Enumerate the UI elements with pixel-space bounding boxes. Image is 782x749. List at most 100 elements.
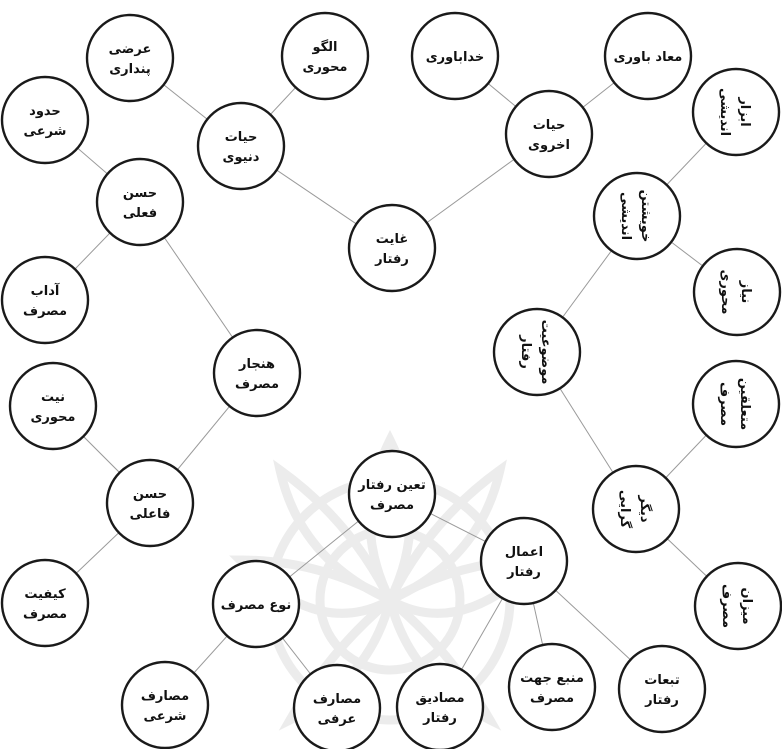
node-circle xyxy=(196,101,286,191)
node-label-line: محوری xyxy=(303,60,348,75)
node-label-line: مصارف xyxy=(313,692,361,707)
node-label: حدود شرعی xyxy=(24,104,67,139)
node-circle xyxy=(395,662,485,749)
node-label-line: پنداری xyxy=(109,62,151,77)
node-label-line: آداب xyxy=(31,282,60,299)
node-label: کیفیت مصرف xyxy=(23,587,67,622)
node-circle xyxy=(280,11,370,101)
node-label: متعلقینمصرف xyxy=(717,378,752,430)
node-label-line: معاد باوری xyxy=(614,50,683,65)
node-label-line: مصرف xyxy=(23,607,67,622)
node-circle xyxy=(212,328,302,418)
node-label-line: حیات xyxy=(533,118,566,133)
node-label: الگو محوری xyxy=(303,39,348,75)
node-label-line: موضوعیت xyxy=(538,320,553,385)
node-label: مصارف عرفی xyxy=(313,692,361,727)
node-label-line: مصرف xyxy=(370,498,414,513)
node-circle xyxy=(617,644,707,734)
node-circle xyxy=(592,171,682,261)
node-circle xyxy=(105,458,195,548)
node-label-line: حسن xyxy=(133,487,167,502)
node-label-line: گرایی xyxy=(617,490,633,529)
node-motaalleqin: متعلقینمصرف xyxy=(691,359,781,449)
node-label-line: حیات xyxy=(225,130,258,145)
node-label-line: دنیوی xyxy=(223,150,260,165)
node-label-line: رفتار xyxy=(374,252,409,267)
node-circle xyxy=(347,203,437,293)
node-label-line: رفتار xyxy=(422,711,457,726)
node-masaref_orfi: مصارف عرفی xyxy=(292,663,382,749)
node-circle xyxy=(211,559,301,649)
node-circle xyxy=(691,67,781,157)
node-label-line: کیفیت xyxy=(24,587,66,602)
node-label: معاد باوری xyxy=(614,50,683,65)
node-label: خداباوری xyxy=(426,50,485,65)
node-maad: معاد باوری xyxy=(603,11,693,101)
node-circle xyxy=(691,359,781,449)
node-circle xyxy=(347,449,437,539)
node-label-line: دیگر xyxy=(637,494,653,523)
node-label-line: رفتار xyxy=(644,693,679,708)
node-now: نوع مصرف xyxy=(211,559,301,649)
node-label-line: الگو xyxy=(311,39,337,55)
node-label: نوع مصرف xyxy=(221,598,291,613)
node-circle xyxy=(507,642,597,732)
node-label: ابزار اندیشی xyxy=(717,88,752,136)
node-label-line: شرعی xyxy=(24,124,67,139)
node-label-line: خویشتن xyxy=(638,190,653,243)
node-hosn_feli: حسن فعلی xyxy=(95,157,185,247)
node-label-line: تعین رفتار xyxy=(357,478,425,493)
node-mizan: میزانمصرف xyxy=(693,561,782,651)
node-label: حیات دنیوی xyxy=(223,130,260,165)
node-label-line: ابزار xyxy=(737,96,752,126)
node-circle xyxy=(603,11,693,101)
node-label: غایت رفتار xyxy=(374,232,409,267)
node-label-line: رفتار xyxy=(506,565,541,580)
node-label-line: نیت xyxy=(41,390,65,405)
node-label-line: متعلقین xyxy=(737,378,752,430)
node-label-line: فعلی xyxy=(123,206,157,221)
node-label-line: عرضی xyxy=(109,42,152,57)
node-label-line: اندیشی xyxy=(717,88,732,136)
node-label: دیگرگرایی xyxy=(617,490,653,529)
node-label: عرضی پنداری xyxy=(109,42,152,77)
node-circle xyxy=(120,660,210,749)
node-keyfiyat: کیفیت مصرف xyxy=(0,558,90,648)
node-label: نیازمحوری xyxy=(718,270,753,315)
node-ghayat: غایت رفتار xyxy=(347,203,437,293)
node-label-line: مصرف xyxy=(719,584,734,628)
node-circle xyxy=(0,558,90,648)
node-label-line: حسن xyxy=(123,186,157,201)
node-label: تعین رفتار مصرف xyxy=(357,478,425,513)
node-hayat_donyavi: حیات دنیوی xyxy=(196,101,286,191)
node-label-line: محوری xyxy=(718,270,733,315)
node-label: خویشتناندیشی xyxy=(618,190,653,243)
node-digar: دیگرگرایی xyxy=(591,464,681,554)
node-hodud: حدود شرعی xyxy=(0,75,90,165)
node-circle xyxy=(95,157,185,247)
node-label-line: نوع مصرف xyxy=(221,598,291,613)
node-arzi: عرضی پنداری xyxy=(85,13,175,103)
node-mozuiyat: موضوعیت رفتار xyxy=(492,307,582,397)
node-label-line: رفتار xyxy=(518,334,533,369)
node-label-line: غایت xyxy=(376,232,408,247)
node-label-line: شرعی xyxy=(144,709,187,724)
node-circle xyxy=(292,663,382,749)
node-circle xyxy=(85,13,175,103)
node-label-line: حدود xyxy=(29,104,61,119)
node-label-line: عرفی xyxy=(318,712,357,727)
